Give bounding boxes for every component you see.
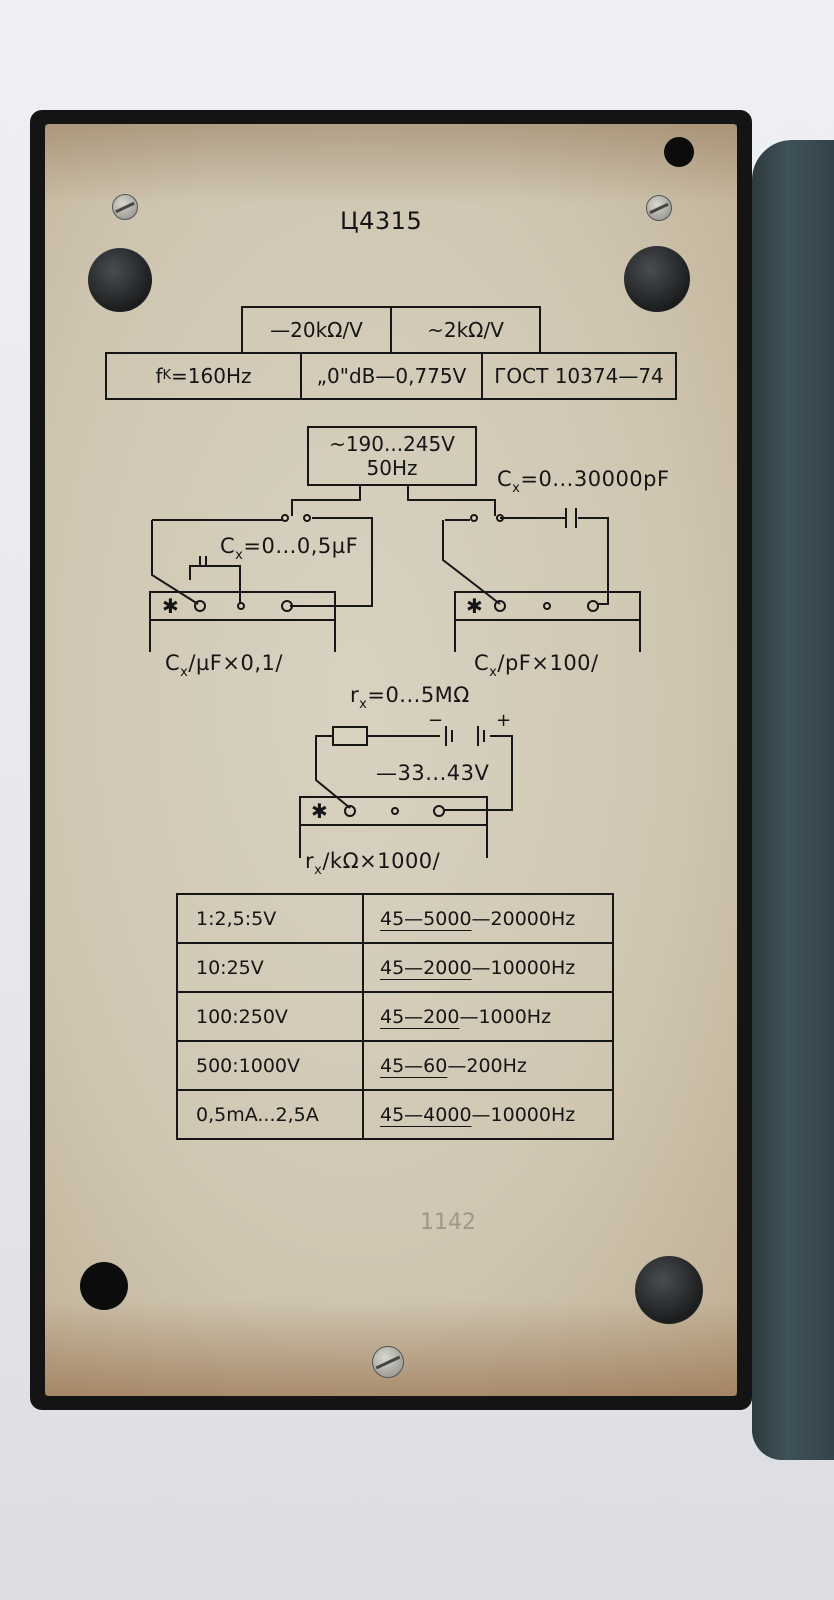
rubber-foot — [624, 246, 690, 312]
bracket — [299, 825, 488, 858]
table-row: 500:1000V 45—60—200Hz — [176, 1040, 614, 1091]
terminal-strip — [454, 591, 641, 621]
label-subscript: x — [314, 863, 323, 878]
nominal-frequency-range: 45—2000 — [380, 956, 472, 979]
bracket — [149, 620, 336, 652]
label-text: C — [220, 534, 236, 558]
label-text: C — [165, 651, 181, 675]
measurement-range: 500:1000V — [176, 1040, 364, 1091]
frequency-range: 45—4000—10000Hz — [362, 1089, 614, 1140]
common-terminal-mark: ✱ — [311, 799, 328, 823]
capacitance-pf-scale: Cx/pF×100/ — [474, 650, 599, 679]
screw-icon — [372, 1346, 404, 1378]
nominal-frequency-range: 45—60 — [380, 1054, 448, 1077]
label-text: /kΩ×1000/ — [322, 849, 441, 873]
measurement-range: 100:250V — [176, 991, 364, 1042]
label-subscript: x — [180, 665, 189, 680]
spec-text: f — [155, 364, 163, 388]
wire — [315, 726, 513, 811]
label-text: =0...5MΩ — [367, 683, 470, 707]
adjacent-device-case — [752, 140, 834, 1460]
label-text: C — [474, 651, 490, 675]
nominal-frequency-range: 45—5000 — [380, 907, 472, 930]
label-text: r — [305, 849, 315, 873]
label-text: C — [497, 467, 513, 491]
table-row: 1:2,5:5V 45—5000—20000Hz — [176, 893, 614, 944]
mounting-hole — [80, 1262, 128, 1310]
terminal-strip — [299, 796, 488, 826]
frequency-range: 45—200—1000Hz — [362, 991, 614, 1042]
rubber-foot — [635, 1256, 703, 1324]
capacitor-icon — [189, 556, 241, 604]
table-row: 10:25V 45—2000—10000Hz — [176, 942, 614, 993]
frequency-range: 45—60—200Hz — [362, 1040, 614, 1091]
wire — [291, 486, 361, 516]
nominal-frequency-range: 45—4000 — [380, 1103, 472, 1126]
label-subscript: x — [489, 665, 498, 680]
capacitance-uf-range: Cx=0...0,5µF — [220, 533, 359, 562]
battery-minus: − — [428, 710, 444, 731]
power-voltage: ~190...245V — [329, 432, 455, 456]
extended-frequency-range: —20000Hz — [471, 907, 576, 930]
measurement-range: 10:25V — [176, 942, 364, 993]
label-text: /µF×0,1/ — [188, 651, 283, 675]
wire — [152, 517, 373, 607]
rubber-foot — [88, 248, 152, 312]
resistance-range: rx=0...5MΩ — [350, 682, 470, 711]
label-subscript: x — [235, 548, 244, 563]
table-row: 100:250V 45—200—1000Hz — [176, 991, 614, 1042]
resistor-icon — [332, 726, 368, 746]
label-subscript: x — [512, 481, 521, 496]
power-frequency: 50Hz — [366, 456, 418, 480]
label-text: =0...30000pF — [520, 467, 670, 491]
capacitor-icon — [565, 508, 577, 528]
rust-stain — [45, 124, 737, 204]
model-number: Ц4315 — [340, 207, 423, 235]
power-supply-box: ~190...245V 50Hz — [307, 426, 477, 486]
capacitance-uf-scale: Cx/µF×0,1/ — [165, 650, 283, 679]
extended-frequency-range: —10000Hz — [471, 956, 576, 979]
extended-frequency-range: —1000Hz — [459, 1005, 552, 1028]
capacitance-pf-range: Cx=0...30000pF — [497, 466, 670, 495]
label-text: =0...0,5µF — [243, 534, 359, 558]
common-terminal-mark: ✱ — [162, 594, 179, 618]
label-text: r — [350, 683, 360, 707]
battery-plus: + — [496, 710, 512, 731]
wire — [445, 517, 609, 605]
label-text: /pF×100/ — [497, 651, 599, 675]
resistance-scale: rx/kΩ×1000/ — [305, 848, 441, 877]
serial-stamp: 1142 — [420, 1210, 476, 1235]
table-row: 0,5mA...2,5A 45—4000—10000Hz — [176, 1089, 614, 1140]
frequency-range: 45—2000—10000Hz — [362, 942, 614, 993]
spec-text: =160Hz — [171, 364, 252, 388]
extended-frequency-range: —200Hz — [447, 1054, 527, 1077]
mounting-hole — [664, 137, 694, 167]
terminal-strip — [149, 591, 336, 621]
battery-voltage: —33...43V — [376, 761, 490, 785]
extended-frequency-range: —10000Hz — [471, 1103, 576, 1126]
bracket — [454, 620, 641, 652]
frequency-range: 45—5000—20000Hz — [362, 893, 614, 944]
screw-icon — [112, 194, 138, 220]
wire — [442, 520, 501, 605]
screw-icon — [646, 195, 672, 221]
wire — [407, 486, 496, 516]
measurement-range: 0,5mA...2,5A — [176, 1089, 364, 1140]
common-terminal-mark: ✱ — [466, 594, 483, 618]
gost-standard: ГОСТ 10374—74 — [481, 352, 677, 400]
measurement-range: 1:2,5:5V — [176, 893, 364, 944]
wire — [151, 520, 199, 605]
label-subscript: x — [359, 697, 368, 712]
nominal-frequency-range: 45—200 — [380, 1005, 460, 1028]
